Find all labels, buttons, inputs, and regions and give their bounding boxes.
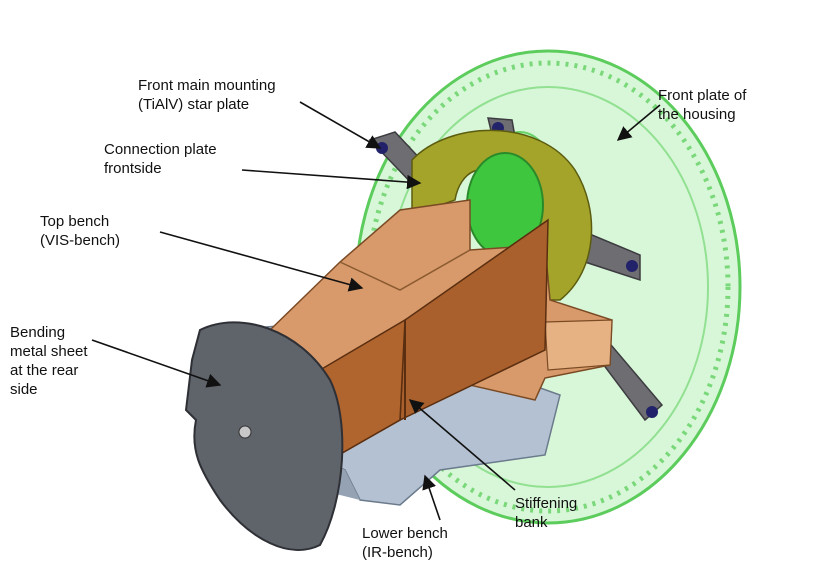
label-line: Top bench [40,213,110,230]
label-line: Front plate of [658,87,747,104]
label-bending-metal-sheet: Bending metal sheet at the rear side [10,323,88,399]
mount-bolt [646,406,658,418]
label-line: the housing [658,106,736,123]
rear-bolt [238,425,252,439]
label-line: (IR-bench) [362,544,433,561]
annotation-arrows [91,101,661,521]
label-line: Front main mounting [138,77,276,94]
label-front-plate-housing: Front plate of the housing [658,86,746,124]
rear-metal-sheet [184,321,344,551]
label-line: (VIS-bench) [40,232,121,249]
label-line: at the rear [10,362,79,379]
label-stiffening-bank: Stiffening bank [515,494,577,532]
label-line: bank [515,514,548,531]
arrow-stiffening-bank [408,399,516,491]
mount-bolt [376,142,388,154]
arrow-rear-sheet [91,339,222,388]
label-line: (TiAlV) star plate [138,96,250,113]
arrow-connection-plate [241,169,422,190]
label-line: Connection plate [104,141,217,158]
label-line: Lower bench [362,525,448,542]
label-line: Bending [10,324,66,341]
label-top-bench: Top bench (VIS-bench) [40,212,120,250]
label-front-main-mounting: Front main mounting (TiAlV) star plate [138,76,276,114]
label-line: metal sheet [10,343,88,360]
arrow-front-plate [616,104,661,141]
label-line: side [10,381,38,398]
label-lower-bench: Lower bench (IR-bench) [362,524,448,562]
label-line: Stiffening [515,495,578,512]
label-line: frontside [104,160,162,177]
arrow-front-main-mounting [299,101,382,149]
mount-bolt [626,260,638,272]
arrow-top-bench [159,231,364,292]
arrow-lower-bench [422,474,441,521]
label-connection-plate: Connection plate frontside [104,140,217,178]
